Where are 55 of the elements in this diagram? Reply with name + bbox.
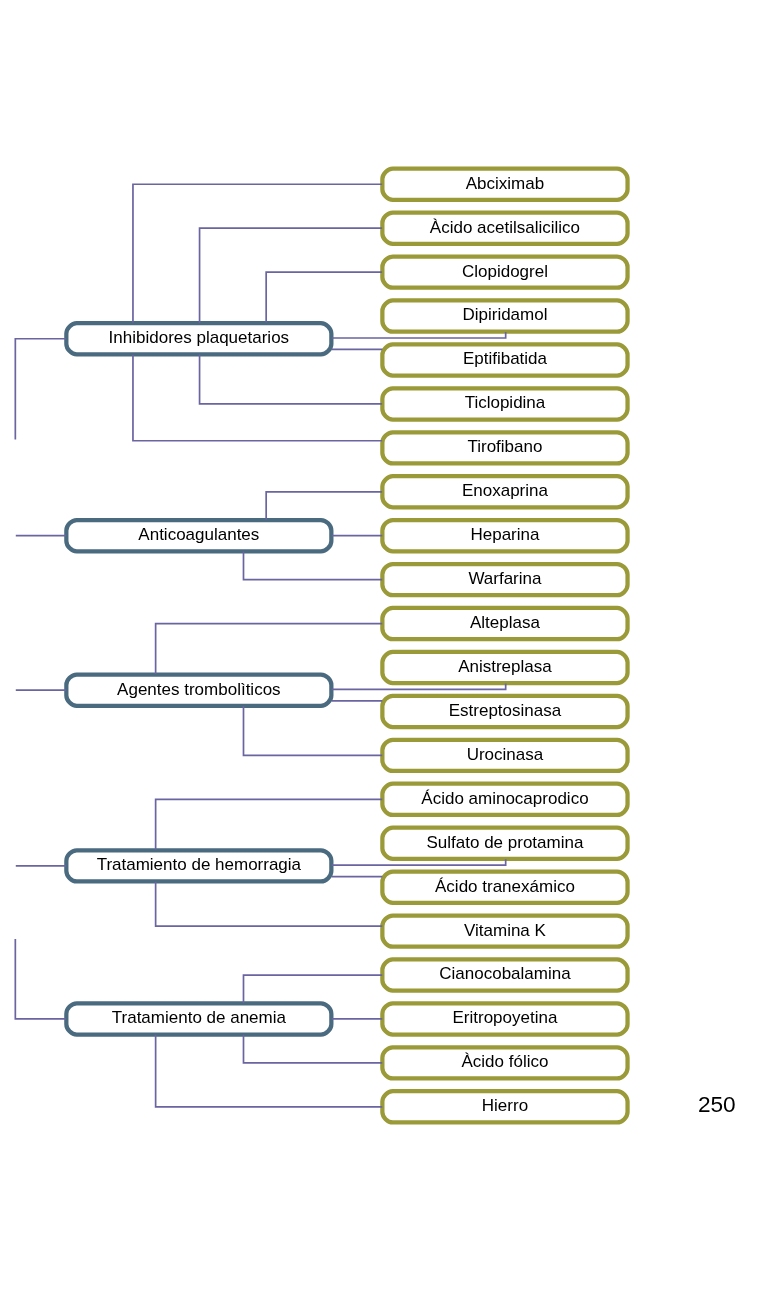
node-box: Anticoagulantes [64, 517, 334, 553]
connector [14, 864, 67, 867]
node-box: Tirofibano [380, 429, 630, 466]
connector [330, 330, 507, 339]
node-box: Tratamiento de anemia [64, 1000, 334, 1037]
node-box: Àcido fólico [380, 1044, 630, 1081]
node-box: Urocinasa [380, 737, 630, 773]
node-box: Enoxaprina [380, 473, 630, 509]
connector [14, 937, 67, 1020]
connector [198, 226, 383, 324]
connector [154, 797, 384, 851]
node-box: Alteplasa [380, 605, 630, 641]
node-box: Dipiridamol [380, 297, 630, 334]
node-box: Estreptosinasa [380, 693, 630, 729]
connector [14, 534, 67, 537]
node-box: Cianocobalamina [380, 956, 630, 993]
connector [154, 880, 384, 927]
node-box: Agentes trombolìticos [64, 671, 334, 708]
node-box: Inhibidores plaquetarios [64, 320, 334, 356]
connector [330, 348, 384, 350]
connector [154, 622, 384, 675]
connector [242, 704, 384, 756]
connector [154, 1033, 384, 1108]
node-box: Vitamina K [380, 912, 630, 949]
node-box: Àcido acetilsalicilico [380, 209, 630, 246]
node-box: Hierro [380, 1088, 630, 1125]
connector [14, 337, 67, 440]
connector [198, 353, 383, 405]
label: 250 [697, 1090, 736, 1117]
connector [330, 699, 384, 702]
node-box: Ticlopidina [380, 385, 630, 422]
node-box: Heparina [380, 517, 630, 553]
node-box: Anistreplasa [380, 649, 630, 685]
node-box: Abciximab [380, 166, 630, 202]
connector [265, 270, 383, 323]
node-box: Warfarina [380, 561, 630, 597]
connector [132, 353, 383, 442]
connector [132, 182, 383, 324]
connector [242, 1033, 384, 1064]
connector [330, 682, 507, 690]
node-box: Ácido aminocaprodico [380, 781, 630, 817]
node-box: Clopidogrel [380, 253, 630, 290]
node-box: Eritropoyetina [380, 1000, 630, 1037]
connector [330, 857, 507, 866]
node-box: Eptifibatida [380, 341, 630, 378]
connector [242, 973, 384, 1004]
connector [14, 688, 67, 691]
connector [330, 534, 384, 537]
node-box: Sulfato de protamina [380, 825, 630, 861]
connector [265, 490, 383, 521]
node-box: Tratamiento de hemorragia [64, 847, 334, 884]
connector [330, 1017, 384, 1020]
connector [330, 875, 384, 877]
node-box: Ácido tranexámico [380, 868, 630, 905]
connector [242, 550, 384, 580]
